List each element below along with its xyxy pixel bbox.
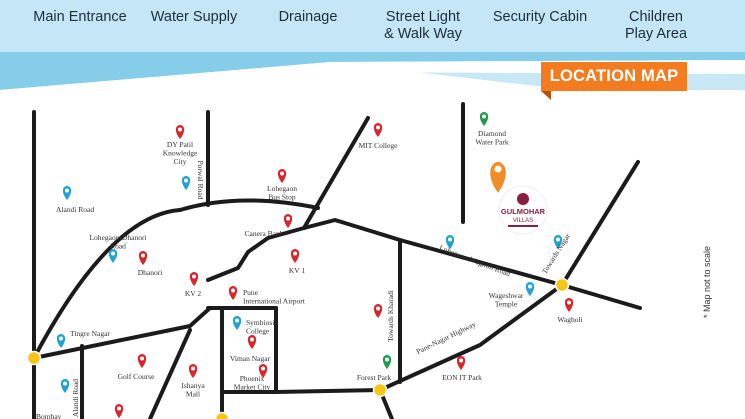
map-pin-red-icon — [277, 169, 287, 183]
place-label-forest-park: Forest Park — [357, 373, 392, 382]
place-label-bombay: Bombay — [36, 412, 62, 419]
project-marker — [490, 161, 506, 193]
junction-dot — [372, 382, 388, 398]
amenity-main-entrance: Main Entrance — [33, 9, 127, 25]
place-label-lohegaon-wagholi-road: Lohegaon-Wagholi Road — [438, 243, 512, 279]
road-tingre — [32, 306, 212, 360]
place-label-wagholi: Wagholi — [557, 315, 582, 324]
place-label-alandi-road: Alandi Road — [56, 205, 94, 214]
map-pin-green-icon — [479, 112, 489, 126]
road-golf — [148, 328, 192, 419]
place-label-dhanori: Dhanori — [138, 268, 163, 277]
project-logo-subname: VILLAS — [513, 218, 533, 224]
amenity-security-cabin: Security Cabin — [492, 9, 588, 25]
map-pin-red-icon — [228, 286, 238, 300]
map-pin-blue-icon — [232, 316, 242, 330]
map-pin-blue-icon — [445, 235, 455, 249]
map-pin-red-icon — [564, 298, 574, 312]
location-map-title-fold — [541, 91, 551, 100]
map-pin-red-icon — [373, 304, 383, 318]
map-pin-red-icon — [456, 356, 466, 370]
map-pin-red-icon — [114, 404, 124, 418]
map-pin-blue-icon — [60, 379, 70, 393]
project-logo-icon — [498, 185, 548, 235]
project-logo-name: GULMOHAR — [501, 207, 546, 216]
map-pin-red-icon — [283, 214, 293, 228]
map-pin-blue-icon — [62, 186, 72, 200]
map-pins — [56, 112, 574, 418]
place-label-alandi-road: Alandi Road — [71, 379, 80, 417]
map-pin-red-icon — [189, 272, 199, 286]
map-pin-red-icon — [138, 251, 148, 265]
place-label-mit-college: MIT College — [359, 141, 398, 150]
map-pin-red-icon — [137, 354, 147, 368]
road-canera-loop — [206, 226, 306, 282]
place-label-kv-2: KV 2 — [185, 289, 202, 298]
map-pin-red-icon — [247, 335, 257, 349]
map-pin-red-icon — [290, 249, 300, 263]
map-pin-blue-icon — [181, 176, 191, 190]
road-lohegaon-dhanori — [178, 198, 320, 212]
place-label-towards-kharadi: Towards Kharadi — [386, 290, 395, 342]
place-label-kv-1: KV 1 — [289, 266, 306, 275]
road-alandi — [32, 208, 182, 360]
project-pin-icon — [490, 161, 506, 193]
map-pin-green-icon — [382, 355, 392, 369]
place-label-eon-it-park: EON IT Park — [442, 373, 482, 382]
location-map-title: LOCATION MAP — [541, 62, 687, 91]
amenity-children-play-area: Children Play Area — [624, 9, 688, 42]
place-label-porwal-road: Porwal Road — [196, 161, 205, 200]
project-logo: GULMOHAR VILLAS — [498, 185, 548, 235]
road-network — [32, 102, 642, 419]
amenity-water-supply: Water Supply — [150, 9, 238, 25]
road-pune-nagar — [378, 283, 564, 392]
place-label-golf-course: Golf Course — [118, 372, 156, 381]
map-disclaimer: * Map not to scale — [702, 246, 712, 318]
junction-dot — [26, 350, 42, 366]
map-pin-red-icon — [175, 125, 185, 139]
amenity-street-light: Street Light & Walk Way — [384, 9, 462, 42]
map-pin-blue-icon — [553, 235, 563, 249]
road-mit — [302, 116, 370, 230]
place-label-tingre-nagar: Tingre Nagar — [70, 329, 110, 338]
place-label-canera-bank: Canera Bank — [245, 229, 284, 238]
junction-dot — [214, 411, 230, 419]
road-towards-nagar — [560, 160, 640, 287]
map-pin-red-icon — [258, 364, 268, 378]
place-label-viman-nagar: Viman Nagar — [230, 354, 271, 363]
road-airport-south — [220, 388, 382, 394]
map-pin-blue-icon — [56, 334, 66, 348]
map-pin-red-icon — [188, 364, 198, 378]
map-pin-red-icon — [373, 123, 383, 137]
map-pin-blue-icon — [525, 282, 535, 296]
map-pin-blue-icon — [108, 249, 118, 263]
junction-dot — [554, 277, 570, 293]
amenity-drainage: Drainage — [278, 9, 338, 25]
